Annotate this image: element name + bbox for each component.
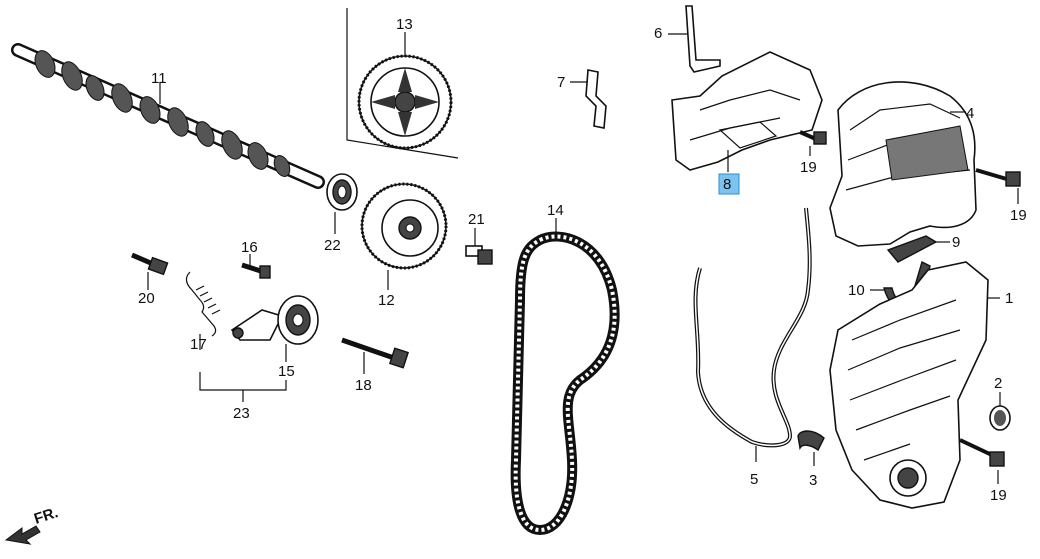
bolt-20[interactable] (131, 252, 169, 290)
pulley-group-bracket (346, 8, 459, 159)
gasket-5[interactable] (693, 207, 812, 462)
front-indicator-label: FR. (32, 504, 60, 528)
lower-cover-1[interactable] (829, 261, 1000, 509)
callout-23[interactable]: 23 (233, 405, 250, 422)
callout-19-upper[interactable]: 19 (800, 159, 817, 176)
camshaft[interactable] (11, 43, 325, 189)
callout-3[interactable]: 3 (809, 472, 817, 489)
bolt-19-upper[interactable] (799, 130, 827, 156)
callout-12[interactable]: 12 (378, 292, 395, 309)
callout-5[interactable]: 5 (750, 471, 758, 488)
callout-7[interactable]: 7 (557, 74, 565, 91)
callout-20[interactable]: 20 (138, 290, 155, 307)
bracket-7[interactable] (570, 69, 607, 129)
front-direction-arrow: FR. (4, 504, 60, 545)
callout-14[interactable]: 14 (547, 202, 564, 219)
camshaft-pulley-lower[interactable] (360, 182, 448, 290)
callout-18[interactable]: 18 (355, 377, 372, 394)
upper-cover-4[interactable] (829, 81, 977, 247)
callout-16[interactable]: 16 (241, 239, 258, 256)
assembly-bracket-23 (199, 372, 287, 402)
timing-belt[interactable] (510, 218, 620, 536)
bolt-18[interactable] (341, 337, 410, 374)
callout-15[interactable]: 15 (278, 363, 295, 380)
camshaft-pulley-upper[interactable] (357, 32, 453, 150)
callout-2[interactable]: 2 (994, 375, 1002, 392)
callout-9[interactable]: 9 (952, 234, 960, 251)
clip-3[interactable] (797, 430, 825, 466)
callout-6[interactable]: 6 (654, 25, 662, 42)
back-cover-8[interactable] (671, 51, 823, 172)
callout-8[interactable]: 8 (723, 176, 731, 193)
guide-plate-9[interactable] (886, 235, 950, 263)
callout-8-highlight (718, 173, 740, 195)
callout-21[interactable]: 21 (468, 211, 485, 228)
callout-13[interactable]: 13 (396, 16, 413, 33)
tensioner-spring[interactable] (185, 271, 221, 350)
bolt-19-right[interactable] (975, 168, 1021, 204)
callout-17[interactable]: 17 (190, 336, 207, 353)
bolt-21[interactable] (465, 228, 493, 265)
callout-22[interactable]: 22 (324, 237, 341, 254)
callout-4[interactable]: 4 (966, 105, 974, 122)
callout-19-right[interactable]: 19 (1010, 207, 1027, 224)
bolt-19-lower[interactable] (959, 438, 1005, 484)
callout-19-lower[interactable]: 19 (990, 487, 1007, 504)
callout-11[interactable]: 11 (151, 70, 167, 87)
bolt-16[interactable] (241, 254, 271, 279)
bracket-6[interactable] (668, 5, 721, 73)
callout-1[interactable]: 1 (1005, 290, 1013, 307)
timing-belt-tensioner[interactable] (230, 295, 319, 362)
plug-2[interactable] (989, 392, 1011, 431)
callout-10[interactable]: 10 (848, 282, 865, 299)
oil-seal[interactable] (326, 173, 358, 234)
